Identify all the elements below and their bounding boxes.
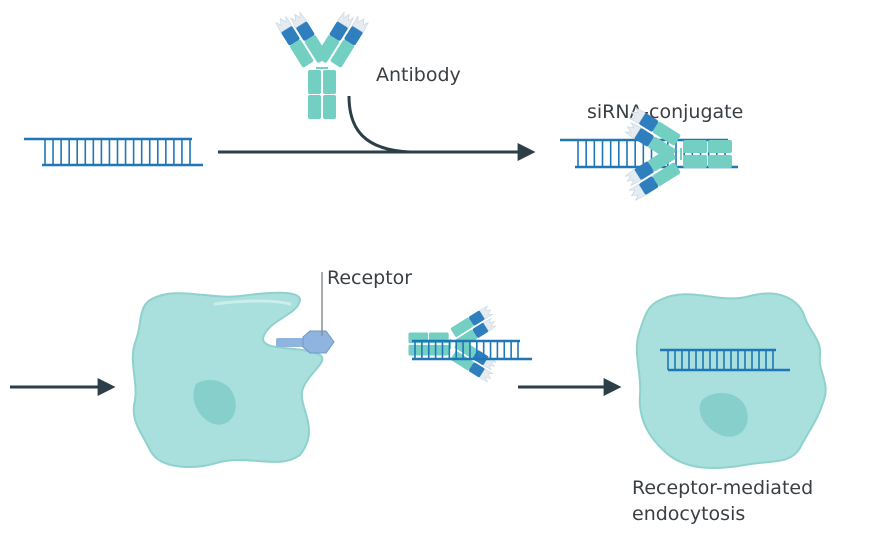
antibody-icon	[273, 6, 371, 120]
target-cell	[131, 291, 324, 468]
nucleus-icon	[193, 379, 236, 425]
endocytosis-label-line2: endocytosis	[632, 503, 745, 525]
sirna-conjugate-label: siRNA-conjugate	[587, 101, 743, 123]
endocytosis-label-line1: Receptor-mediated	[632, 477, 813, 499]
conjugation-curve	[347, 95, 411, 154]
receptor-icon	[276, 330, 335, 354]
sirna-duplex-internalized	[660, 348, 790, 372]
internalized-cell	[635, 292, 827, 469]
sirna-duplex-bound	[412, 339, 532, 361]
sirna-duplex-free	[24, 137, 203, 167]
antibody-label: Antibody	[376, 64, 461, 86]
receptor-label: Receptor	[327, 267, 412, 289]
nucleus-icon	[699, 393, 748, 437]
